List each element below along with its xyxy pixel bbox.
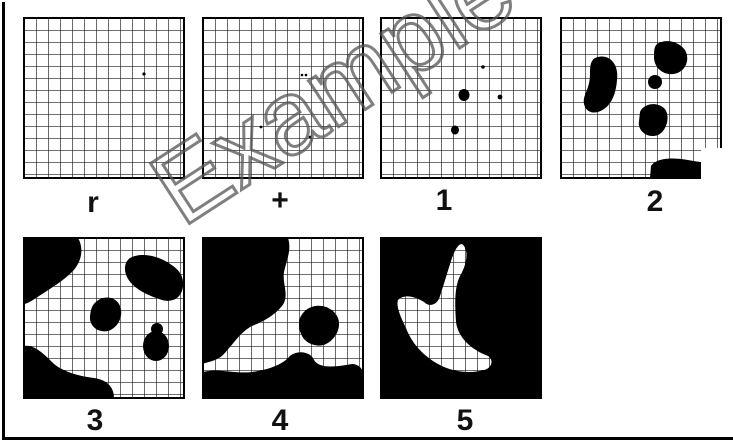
panel-1-label: 1 xyxy=(436,184,453,217)
panel-4-label: 4 xyxy=(272,404,289,437)
panel-5-label: 5 xyxy=(457,404,474,437)
panel-r-label: r xyxy=(87,186,99,219)
panel-2-image-crop xyxy=(701,148,733,188)
panel-3-label: 3 xyxy=(87,404,104,437)
panel-r-blots xyxy=(142,72,145,75)
panel-2-label: 2 xyxy=(647,185,664,218)
